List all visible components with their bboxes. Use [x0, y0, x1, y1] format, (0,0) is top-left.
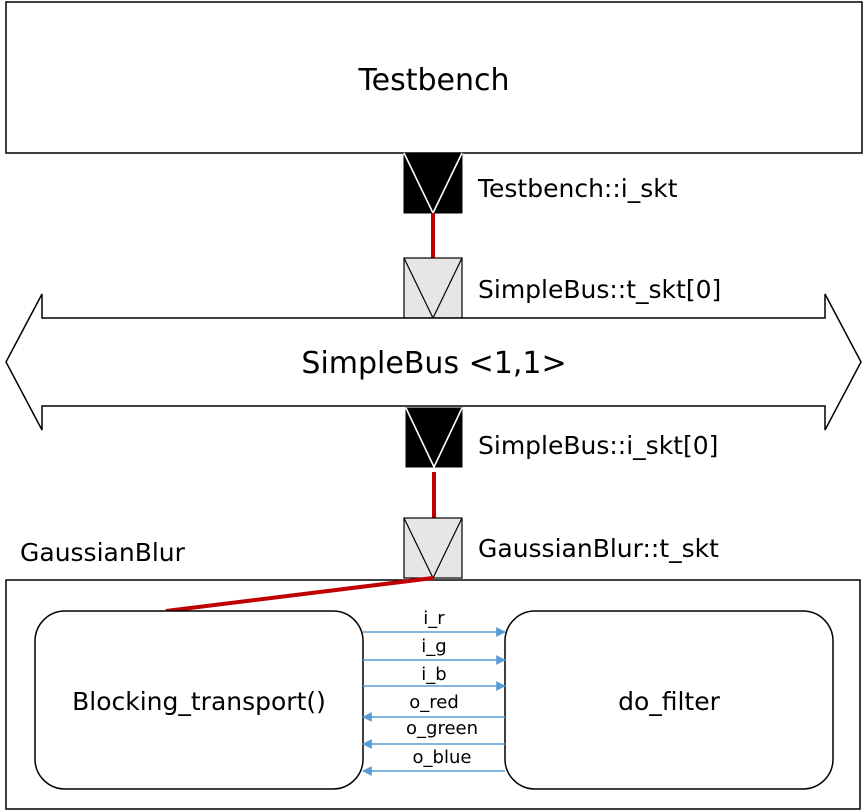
simplebus-arrow: SimpleBus <1,1> — [5, 293, 862, 431]
bus-target-socket-icon — [403, 257, 463, 320]
simplebus-title: SimpleBus <1,1> — [301, 346, 566, 381]
signal-labels: i_r i_g i_b o_red o_green o_blue — [406, 608, 478, 768]
do-filter-block: do_filter — [504, 610, 834, 790]
bus-initiator-label: SimpleBus::i_skt[0] — [478, 431, 718, 460]
testbench-initiator-label: Testbench::i_skt — [477, 174, 678, 203]
signal-label-o-blue: o_blue — [413, 747, 472, 768]
signal-arrows — [362, 627, 506, 776]
signal-label-o-green: o_green — [406, 718, 478, 739]
testbench-initiator-socket-icon — [403, 152, 463, 215]
bus-initiator-socket-icon — [405, 407, 463, 469]
gaussian-module-label: GaussianBlur — [20, 538, 186, 567]
testbench-title: Testbench — [357, 63, 509, 98]
do-filter-label: do_filter — [618, 687, 721, 716]
signal-label-i-g: i_g — [421, 636, 446, 657]
testbench-module: Testbench — [5, 1, 863, 154]
socket-link — [165, 576, 434, 613]
signal-label-i-b: i_b — [421, 664, 446, 685]
blocking-transport-block: Blocking_transport() — [34, 610, 364, 790]
blocking-transport-label: Blocking_transport() — [72, 687, 326, 716]
bus-target-label: SimpleBus::t_skt[0] — [478, 275, 721, 304]
gauss-target-socket-icon — [403, 517, 463, 580]
gauss-target-label: GaussianBlur::t_skt — [478, 534, 719, 563]
signal-label-o-red: o_red — [409, 692, 459, 713]
signal-label-i-r: i_r — [423, 608, 445, 629]
